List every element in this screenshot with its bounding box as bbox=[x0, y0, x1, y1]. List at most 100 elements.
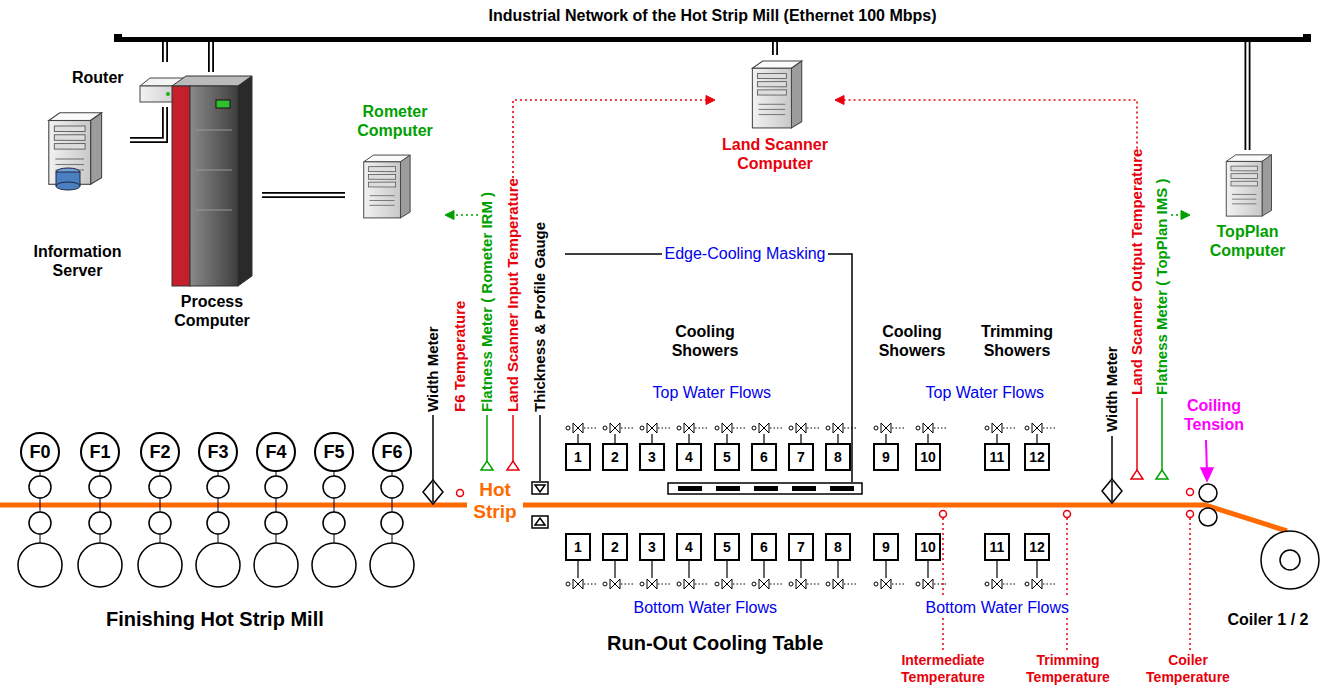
process-computer-rack bbox=[196, 170, 232, 171]
pipe bbox=[837, 434, 838, 443]
bottom-shower: 3 bbox=[639, 533, 665, 561]
link-core bbox=[164, 39, 166, 62]
flow-label-box: Bottom Water Flows bbox=[631, 598, 780, 617]
network-link bbox=[211, 39, 212, 72]
node-text: 10 bbox=[920, 539, 936, 555]
topplan-computer: TopPlan Computer bbox=[1190, 150, 1305, 270]
node-text: 4 bbox=[685, 449, 693, 465]
signal-stub bbox=[807, 584, 819, 585]
section-title: Finishing Hot Strip Mill bbox=[106, 608, 324, 631]
valve-actuator bbox=[985, 426, 989, 430]
pipe bbox=[885, 561, 886, 578]
node-text: 5 bbox=[723, 539, 731, 555]
bottom-shower: 7 bbox=[788, 533, 814, 561]
flow-label-box: Top Water Flows bbox=[926, 383, 1045, 402]
backup-roll bbox=[138, 543, 182, 587]
top-shower: 11 bbox=[984, 443, 1010, 471]
node-text: F3 bbox=[207, 442, 228, 463]
edge-cooling-masking bbox=[830, 486, 854, 491]
valve-symbol bbox=[759, 423, 769, 433]
pipe bbox=[763, 561, 764, 578]
land-scanner-computer-icon bbox=[752, 61, 801, 128]
instrument-label: Width Meter bbox=[424, 326, 442, 412]
node-text: 5 bbox=[723, 449, 731, 465]
process-computer-rack bbox=[172, 76, 252, 286]
node-text: 9 bbox=[882, 449, 890, 465]
valve-actuator bbox=[874, 582, 878, 586]
pipe bbox=[651, 434, 652, 443]
node-text: F1 bbox=[89, 442, 110, 463]
top-shower: 2 bbox=[602, 443, 628, 471]
node-text: 3 bbox=[648, 449, 656, 465]
bottom-shower: 4 bbox=[676, 533, 702, 561]
signal-link bbox=[513, 96, 715, 179]
node-text: 2 bbox=[611, 539, 619, 555]
sensor-symbols bbox=[432, 415, 434, 480]
edge-cooling-masking bbox=[565, 254, 862, 494]
edge-cooling-masking bbox=[792, 486, 816, 491]
valve-symbol bbox=[1032, 579, 1042, 589]
pipe bbox=[688, 434, 689, 443]
edge-cooling-masking bbox=[716, 486, 740, 491]
shower-valves bbox=[566, 423, 1055, 589]
valve-symbol bbox=[647, 423, 657, 433]
edge-cooling-masking bbox=[668, 483, 862, 494]
backup-roll bbox=[18, 543, 62, 587]
rometer-computer-icon bbox=[364, 155, 410, 218]
temperature-scanner: Land Scanner Output Temperature bbox=[1128, 149, 1146, 395]
valve-actuator bbox=[826, 582, 830, 586]
temperature-scanner: Land Scanner Input Temperature bbox=[504, 178, 522, 412]
sensor-symbols bbox=[1111, 481, 1113, 501]
temperature-label-box: Trimming Temperature bbox=[1018, 652, 1118, 686]
zone-label: Edge-Cooling Masking bbox=[665, 244, 826, 263]
temperature-points bbox=[1187, 489, 1194, 496]
signal-stub bbox=[892, 428, 904, 429]
link-core bbox=[130, 107, 165, 140]
link-outline bbox=[162, 39, 168, 62]
sensor-symbols bbox=[432, 482, 434, 502]
temperature-label: Intermediate Temperature bbox=[890, 652, 996, 686]
pipe bbox=[927, 561, 928, 578]
node-text: F2 bbox=[149, 442, 170, 463]
mill-stand: F3 bbox=[198, 432, 238, 472]
valve-symbol bbox=[833, 579, 843, 589]
valve-actuator bbox=[826, 426, 830, 430]
edge-cooling-masking bbox=[565, 254, 852, 482]
instrument-label: F6 Temperature bbox=[451, 301, 469, 412]
signal-stub bbox=[733, 584, 745, 585]
link-core bbox=[210, 39, 212, 72]
node-text: Industrial Network of the Hot Strip Mill… bbox=[115, 6, 1310, 26]
pipe bbox=[885, 434, 886, 443]
valve-symbol bbox=[573, 579, 583, 589]
network-link bbox=[262, 195, 345, 196]
signal-stub bbox=[584, 584, 596, 585]
coiler bbox=[1199, 484, 1217, 502]
bottom-shower: 6 bbox=[751, 533, 777, 561]
signal-stub bbox=[892, 584, 904, 585]
top-shower: 5 bbox=[714, 443, 740, 471]
valve-symbol bbox=[1032, 423, 1042, 433]
sensor-symbols bbox=[1161, 398, 1163, 470]
valve-symbol bbox=[684, 423, 694, 433]
section-label: Cooling Showers bbox=[872, 322, 952, 360]
pipe bbox=[651, 561, 652, 578]
hot-strip bbox=[0, 505, 1287, 531]
valve-actuator bbox=[715, 426, 719, 430]
node-text: F5 bbox=[323, 442, 344, 463]
signal-stub bbox=[695, 584, 707, 585]
bottom-shower: 1 bbox=[565, 533, 591, 561]
valve-symbol bbox=[881, 423, 891, 433]
signal-stub bbox=[658, 584, 670, 585]
coiler-label: Coiler 1 / 2 bbox=[1228, 610, 1309, 629]
instrument-label-box: Width Meter bbox=[424, 326, 442, 412]
valve-actuator bbox=[566, 426, 570, 430]
bottom-shower: 12 bbox=[1024, 533, 1050, 561]
node-text: 7 bbox=[797, 539, 805, 555]
sensor-symbols bbox=[486, 415, 488, 461]
work-roll bbox=[149, 476, 171, 498]
valve-actuator bbox=[677, 426, 681, 430]
edge-cooling-masking bbox=[678, 486, 702, 491]
flow-label: Bottom Water Flows bbox=[634, 598, 777, 617]
bottom-shower: 9 bbox=[873, 533, 899, 561]
